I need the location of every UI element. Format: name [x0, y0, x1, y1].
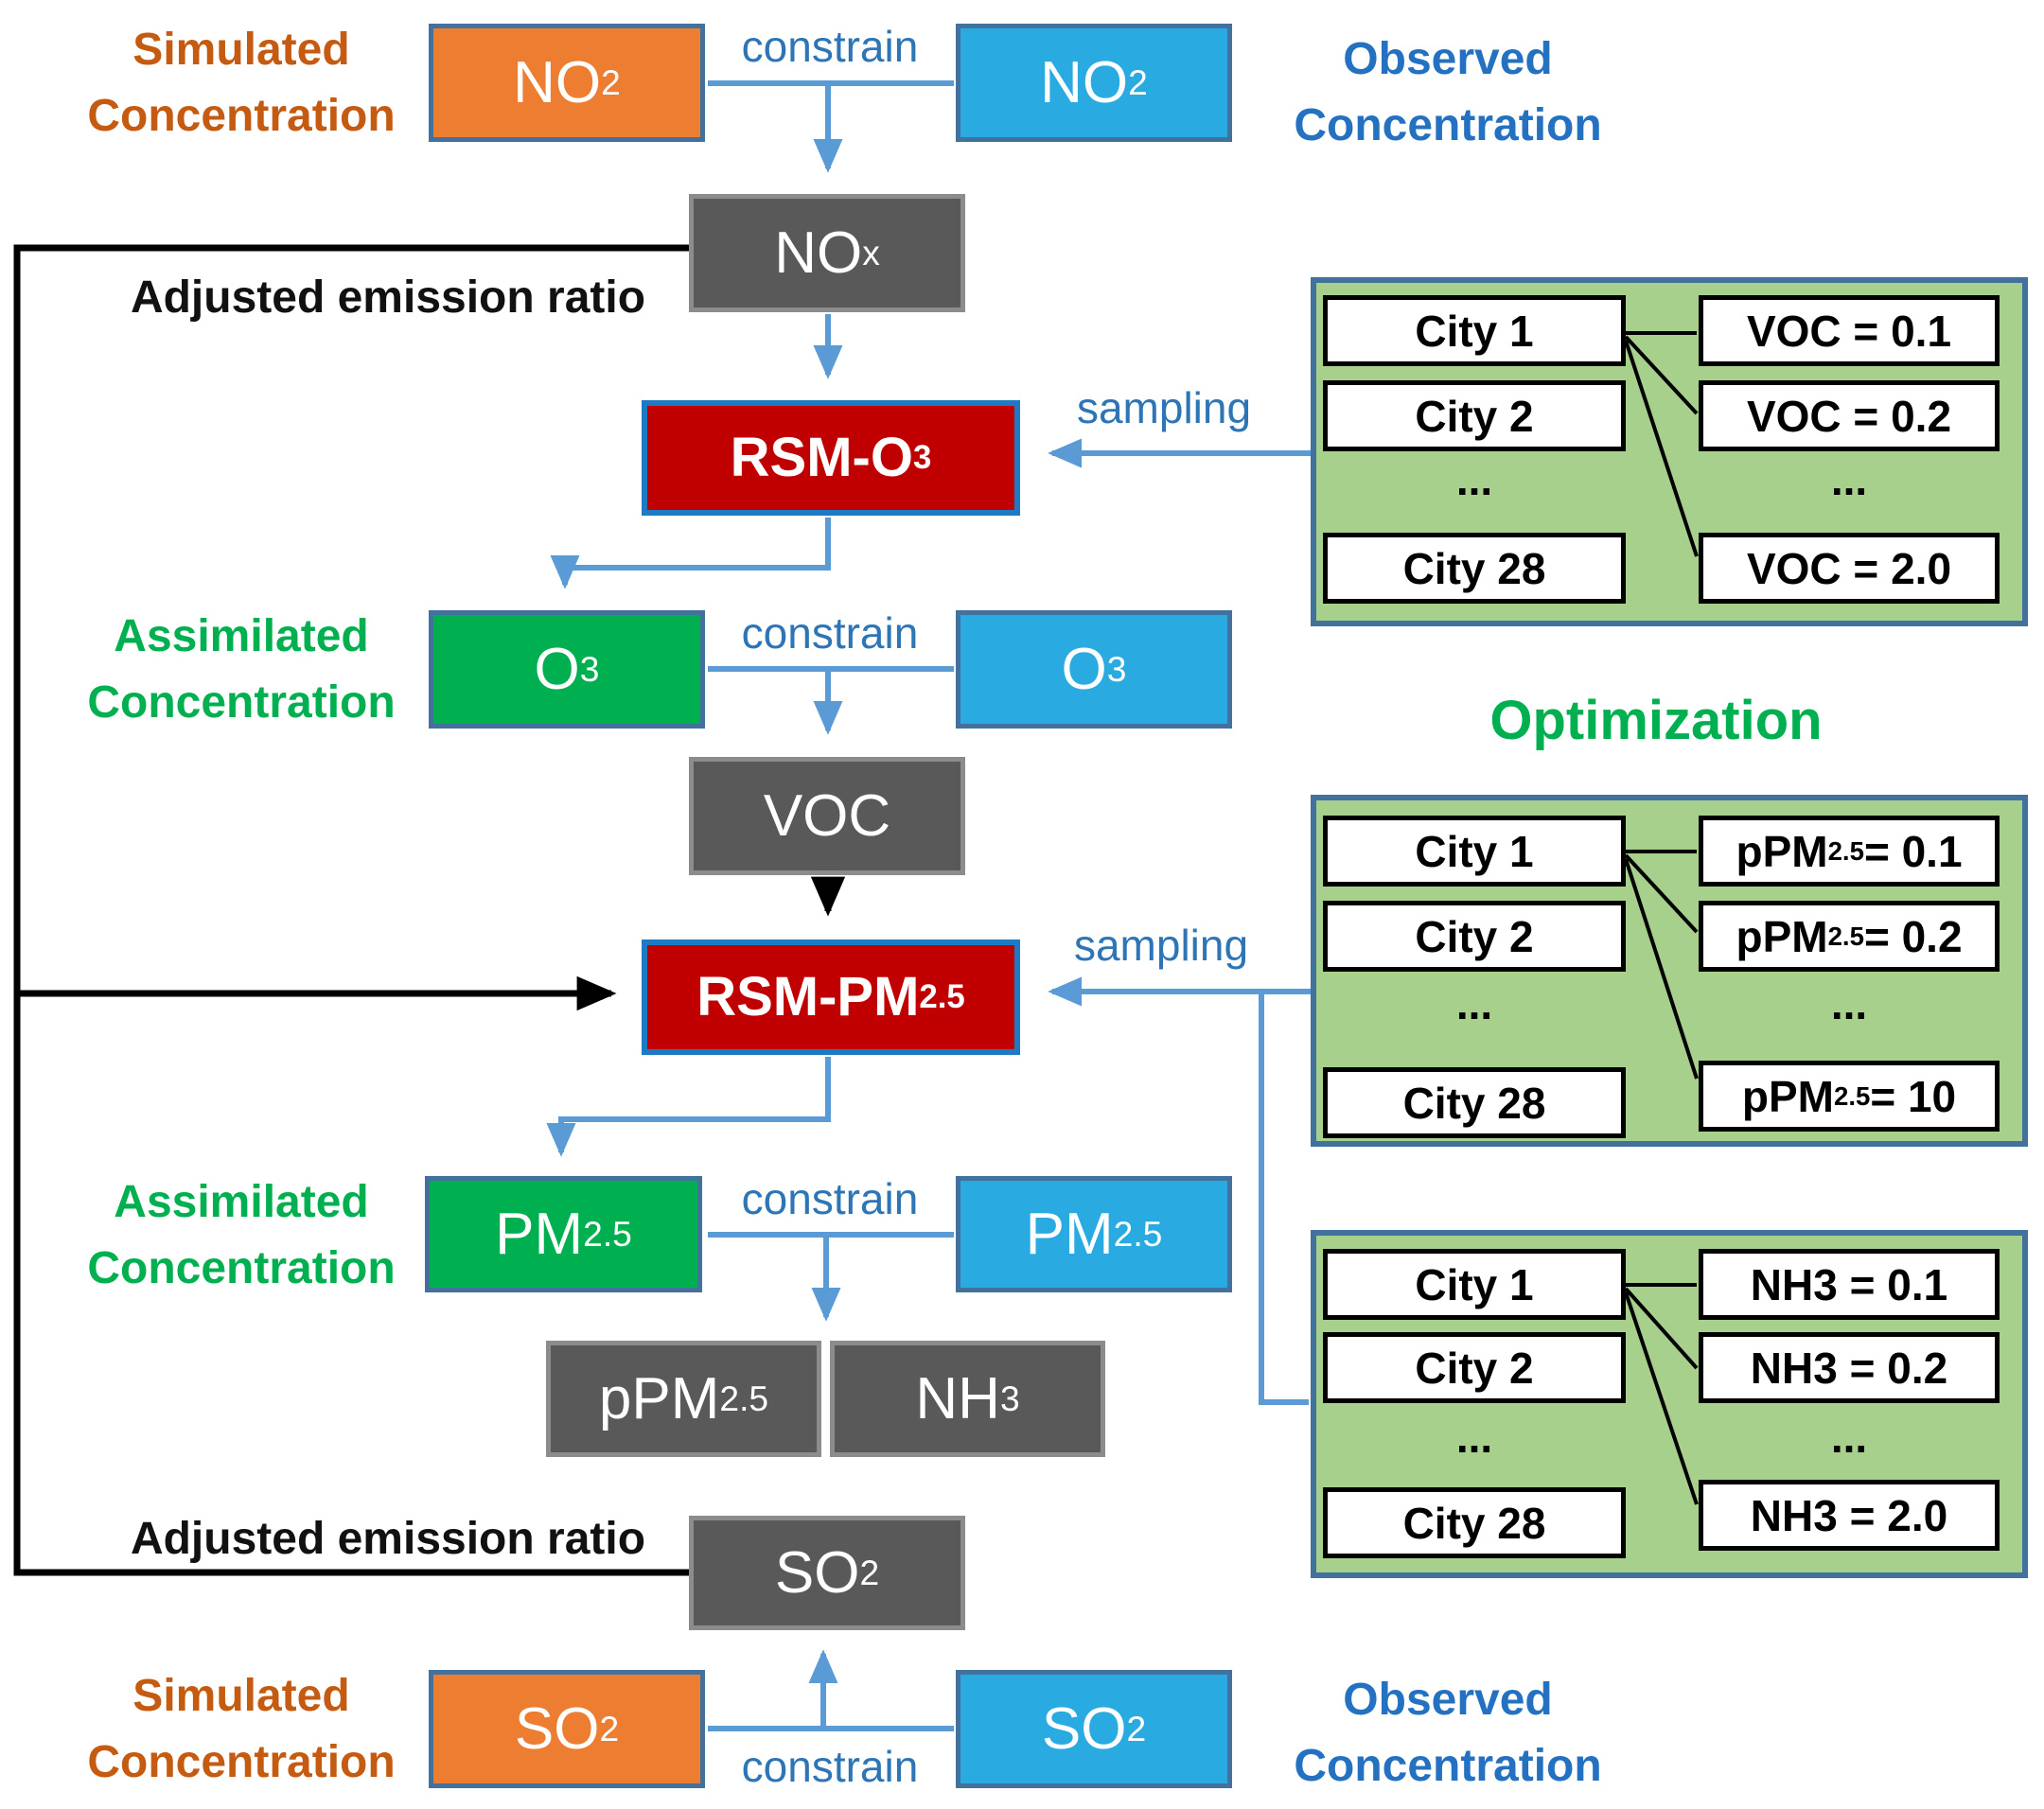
- label-simulated-concentration-top: Simulated Concentration: [57, 17, 426, 149]
- edge-label-constrain-so2: constrain: [741, 1742, 919, 1791]
- table-ellipsis: ...: [1455, 979, 1493, 1028]
- label-assimilated-concentration-o3: Assimilated Concentration: [57, 604, 426, 736]
- table-cell-city: City 1: [1323, 295, 1626, 366]
- label-line: Concentration: [87, 1243, 396, 1293]
- label-line: Assimilated: [114, 1177, 369, 1227]
- edge-label-sampling-pm25: sampling: [1073, 921, 1249, 970]
- edge-label-constrain-no2: constrain: [741, 22, 919, 71]
- node-voc: VOC: [689, 757, 965, 875]
- edge-rsm-pm25-to-pm25-arrow: [546, 1057, 831, 1157]
- label-line: Concentration: [1294, 1741, 1602, 1791]
- table-ellipsis: ...: [1830, 1413, 1868, 1462]
- table-ellipsis: ...: [1830, 979, 1868, 1028]
- edge-sampling-nh3-branch: [1259, 992, 1309, 1405]
- table-cell-value: NH3 = 0.2: [1699, 1332, 2000, 1403]
- table-cell-city: City 1: [1323, 816, 1626, 887]
- table-cell-city: City 2: [1323, 380, 1626, 451]
- label-observed-concentration-top: Observed Concentration: [1259, 26, 1637, 159]
- label-line: Assimilated: [114, 611, 369, 661]
- label-line: Simulated: [132, 1671, 350, 1721]
- table-cell-value: VOC = 2.0: [1699, 533, 2000, 604]
- table-ellipsis: ...: [1455, 1413, 1493, 1462]
- table-ellipsis: ...: [1455, 455, 1493, 504]
- label-line: Simulated: [132, 25, 350, 75]
- label-assimilated-concentration-pm25: Assimilated Concentration: [57, 1169, 426, 1302]
- label-line: Concentration: [87, 91, 396, 141]
- table-cell-value: VOC = 0.2: [1699, 380, 2000, 451]
- label-simulated-concentration-bottom: Simulated Concentration: [57, 1663, 426, 1796]
- label-line: Concentration: [1294, 100, 1602, 150]
- label-adjusted-emission-ratio-top: Adjusted emission ratio: [130, 272, 646, 323]
- label-line: Observed: [1343, 1675, 1553, 1725]
- edge-label-constrain-o3: constrain: [741, 608, 919, 658]
- label-observed-concentration-bottom: Observed Concentration: [1259, 1667, 1637, 1800]
- edge-label-constrain-pm25: constrain: [741, 1174, 919, 1223]
- edge-rsm-o3-to-o3-arrow: [550, 518, 831, 589]
- table-cell-city: City 2: [1323, 1332, 1626, 1403]
- table-cell-city: City 1: [1323, 1249, 1626, 1320]
- table-cell-value: NH3 = 0.1: [1699, 1249, 2000, 1320]
- label-line: Concentration: [87, 677, 396, 728]
- edge-label-sampling-o3: sampling: [1076, 383, 1252, 432]
- table-cell-city: City 28: [1323, 533, 1626, 604]
- nh3-sample-table: City 1 City 2 ... City 28 NH3 = 0.1 NH3 …: [1311, 1230, 2028, 1578]
- label-optimization: Optimization: [1489, 690, 1823, 751]
- label-line: Observed: [1343, 34, 1553, 84]
- label-line: Concentration: [87, 1737, 396, 1787]
- table-cell-city: City 2: [1323, 901, 1626, 972]
- table-cell-city: City 28: [1323, 1487, 1626, 1558]
- table-cell-value: NH3 = 2.0: [1699, 1480, 2000, 1551]
- table-cell-value: VOC = 0.1: [1699, 295, 2000, 366]
- label-adjusted-emission-ratio-bottom: Adjusted emission ratio: [130, 1514, 646, 1564]
- table-ellipsis: ...: [1830, 455, 1868, 504]
- voc-sample-table: City 1 City 2 ... City 28 VOC = 0.1 VOC …: [1311, 277, 2028, 626]
- table-cell-city: City 28: [1323, 1067, 1626, 1138]
